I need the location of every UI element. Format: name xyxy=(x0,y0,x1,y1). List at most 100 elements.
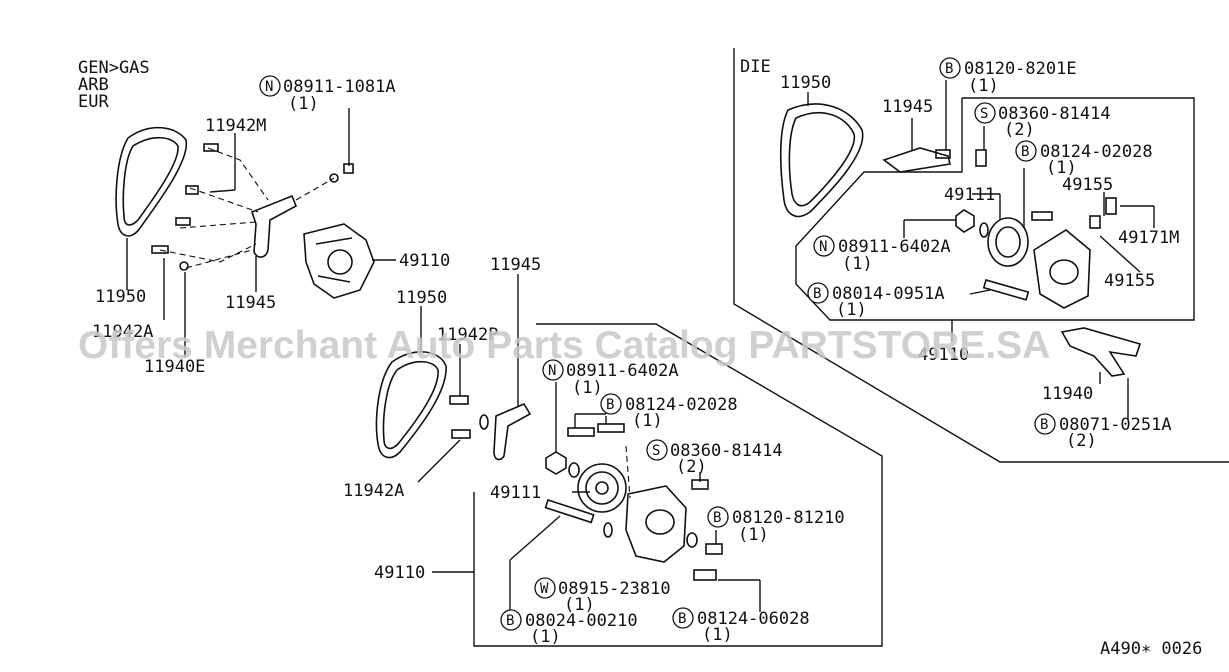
quantity-label: (1) xyxy=(1046,158,1077,178)
part-label: 11945 xyxy=(225,293,276,313)
bolt-icon xyxy=(693,569,717,581)
pulley-hub xyxy=(595,481,609,495)
symbol-circle xyxy=(807,282,829,304)
washer-icon xyxy=(179,261,189,271)
guide-line-2 xyxy=(189,187,259,213)
part-label: 08124-02028 xyxy=(1040,142,1153,162)
washer-icon xyxy=(603,522,613,538)
guide-line-3 xyxy=(179,221,257,229)
part-label: 11940E xyxy=(144,357,205,377)
drive-belt-die xyxy=(779,103,864,218)
symbol-circle xyxy=(542,359,564,381)
guide-line-5 xyxy=(185,249,253,269)
bolt-icon xyxy=(597,423,625,433)
part-label: 08120-81210 xyxy=(732,508,845,528)
symbol-circle xyxy=(534,577,556,599)
die-group: DIE 11950 11945 xyxy=(733,48,1229,463)
part-label: 11942A xyxy=(92,322,153,342)
part-label: 08071-0251A xyxy=(1059,415,1172,435)
bracket-11940 xyxy=(1060,327,1142,377)
symbol-letter: B xyxy=(713,510,721,526)
leader-line xyxy=(417,439,461,483)
bracket-left xyxy=(251,194,298,258)
bolt-icon xyxy=(975,149,987,167)
bolt-icon xyxy=(451,429,471,439)
bolt-icon xyxy=(185,185,199,195)
leader-line xyxy=(509,515,561,561)
quantity-label: (2) xyxy=(1066,431,1097,451)
pulley-icon xyxy=(987,217,1029,267)
part-label: 08124-02028 xyxy=(625,395,738,415)
pulley-inner xyxy=(995,226,1021,258)
part-label: 08915-23810 xyxy=(558,579,671,599)
quantity-label: (1) xyxy=(836,300,867,320)
part-label: 49171M xyxy=(1118,228,1179,248)
quantity-label: (1) xyxy=(572,378,603,398)
vacuum-pump-die xyxy=(1033,229,1091,309)
symbol-letter: B xyxy=(606,397,614,413)
left-group: GEN>GAS ARB EUR 11 xyxy=(78,58,450,377)
quantity-label: (1) xyxy=(530,627,561,647)
guide-line-1 xyxy=(207,147,269,201)
washer-icon xyxy=(329,173,339,183)
part-label: 49155 xyxy=(1104,271,1155,291)
symbol-circle xyxy=(1015,140,1037,162)
part-label: 49155 xyxy=(1062,175,1113,195)
part-label: 11950 xyxy=(95,287,146,307)
symbol-letter: N xyxy=(265,79,273,95)
symbol-letter: B xyxy=(506,613,514,629)
symbol-circle xyxy=(646,439,668,461)
guide-line-4 xyxy=(159,243,257,263)
bracket-middle xyxy=(493,402,532,461)
vacuum-pump-middle xyxy=(625,485,687,563)
bolt-icon xyxy=(203,143,219,152)
part-label: 08911-6402A xyxy=(838,237,951,257)
pump-port-icon xyxy=(645,509,675,535)
pump-port-icon xyxy=(1049,259,1079,285)
symbol-letter: B xyxy=(678,611,686,627)
part-label: 08911-6402A xyxy=(566,361,679,381)
die-inner-frame xyxy=(795,97,1195,321)
washer-icon xyxy=(479,414,489,430)
symbol-letter: N xyxy=(548,363,556,379)
middle-frame xyxy=(473,323,883,647)
variant-title: DIE xyxy=(740,57,771,77)
guide-line xyxy=(625,445,631,499)
symbol-circle xyxy=(600,393,622,415)
middle-group: 11950 11945 11942P 11942A xyxy=(343,255,883,647)
symbol-circle xyxy=(939,57,961,79)
part-label: 49111 xyxy=(490,483,541,503)
quantity-label: (2) xyxy=(1004,120,1035,140)
part-label: 11945 xyxy=(882,97,933,117)
quantity-label: (2) xyxy=(676,457,707,477)
part-label: 49111 xyxy=(944,185,995,205)
symbol-letter: S xyxy=(652,443,660,459)
nut-icon xyxy=(955,209,975,233)
bolt-icon xyxy=(705,543,723,555)
leader-line xyxy=(969,289,991,295)
part-label: 08360-81414 xyxy=(670,441,783,461)
guide-line-6 xyxy=(295,177,335,201)
part-label: 11945 xyxy=(490,255,541,275)
part-label: 49110 xyxy=(374,563,425,583)
quantity-label: (1) xyxy=(738,525,769,545)
bolt-icon xyxy=(935,149,951,159)
symbol-letter: N xyxy=(819,239,827,255)
bolt-icon xyxy=(1031,211,1053,221)
symbol-circle xyxy=(813,235,835,257)
washer-icon xyxy=(686,532,698,548)
long-bolt-icon xyxy=(982,279,1030,301)
leader-line xyxy=(1099,235,1141,273)
nut-icon xyxy=(545,451,567,475)
bolt-icon xyxy=(449,395,469,405)
drive-belt-middle xyxy=(375,351,447,459)
vacuum-pump-left xyxy=(303,223,375,299)
symbol-letter: S xyxy=(980,106,988,122)
symbol-circle xyxy=(500,609,522,631)
part-label: 08014-0951A xyxy=(832,284,945,304)
bracket-die xyxy=(882,147,951,173)
symbol-circle xyxy=(1034,413,1056,435)
watermark-text: Offers Merchant Auto Parts Catalog PARTS… xyxy=(78,324,1050,367)
